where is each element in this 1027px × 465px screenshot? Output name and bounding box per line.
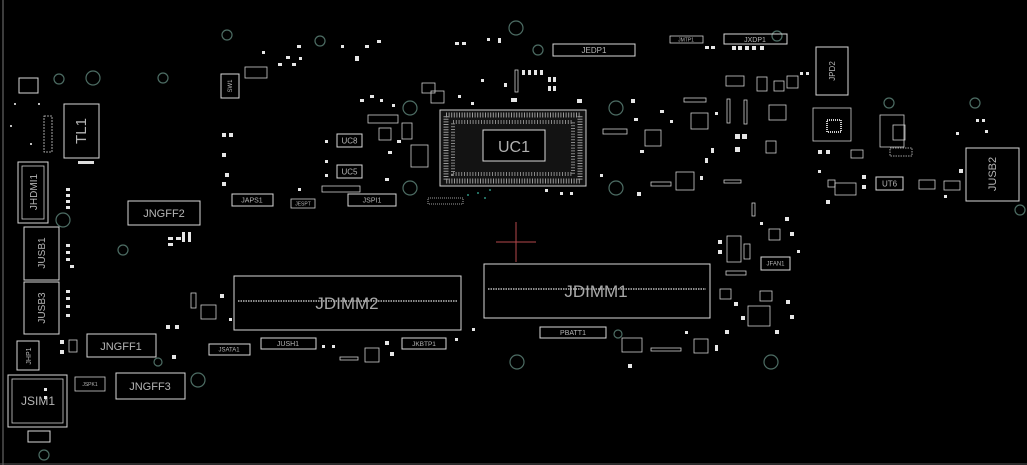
jusb2-label: JUSB2 xyxy=(987,157,999,191)
uc5-chip: UC5 xyxy=(336,164,363,179)
jedp1-connector: JEDP1 xyxy=(552,43,636,57)
tl1-label: TL1 xyxy=(73,118,90,144)
uc1-cpu: UC1 xyxy=(439,109,587,187)
jpd2-connector: JPD2 xyxy=(815,46,849,96)
jhp1-connector: JHP1 xyxy=(16,340,40,371)
tl1-component: TL1 xyxy=(63,103,100,164)
jush1-connector: JUSH1 xyxy=(260,337,317,350)
japs1-connector: JAPS1 xyxy=(231,193,274,207)
ut6-label: UT6 xyxy=(882,180,898,189)
small-components xyxy=(10,38,988,399)
jdimm1-slot: JDIMM1 xyxy=(483,263,711,319)
uc8-label: UC8 xyxy=(341,137,358,146)
jsim1-connector: JSIM1 xyxy=(7,374,68,443)
jmtp1-label: JMTP1 xyxy=(678,38,694,44)
jngff3-slot: JNGFF3 xyxy=(115,372,186,400)
jngff1-slot: JNGFF1 xyxy=(86,333,157,358)
jxdp1-connector: JXDP1 xyxy=(723,33,788,45)
jmtp1-connector: JMTP1 xyxy=(669,35,704,44)
jusb3-label: JUSB3 xyxy=(37,292,48,324)
jush1-label: JUSH1 xyxy=(277,341,299,348)
jdimm1-label: JDIMM1 xyxy=(564,282,627,301)
jspi1-label: JSPI1 xyxy=(363,198,382,205)
jdimm2-slot: JDIMM2 xyxy=(233,275,462,331)
jpd2-label: JPD2 xyxy=(828,61,837,81)
jsata1-label: JSATA1 xyxy=(218,348,240,354)
jhp1-label: JHP1 xyxy=(26,347,33,364)
jusb3-connector: JUSB3 xyxy=(23,281,60,335)
origin-crosshair xyxy=(496,222,536,262)
jngff2-slot: JNGFF2 xyxy=(127,200,201,226)
jkbtp1-label: JKBTP1 xyxy=(412,341,436,348)
uc5-label: UC5 xyxy=(341,168,358,177)
jxdp1-label: JXDP1 xyxy=(744,37,766,44)
jhdmi1-label: JHDMI1 xyxy=(29,174,40,211)
jusb1-connector: JUSB1 xyxy=(23,226,60,281)
jsata1-connector: JSATA1 xyxy=(208,343,251,356)
jspk1-connector: JSPK1 xyxy=(74,376,106,392)
sw1-switch: SW1 xyxy=(220,73,240,99)
jfan1-label: JFAN1 xyxy=(766,262,785,268)
jspi1-connector: JSPI1 xyxy=(347,193,397,207)
ut6-chip: UT6 xyxy=(875,176,904,191)
jhdmi1-connector: JHDMI1 xyxy=(17,161,49,224)
jespt-label: JESPT xyxy=(295,202,311,208)
jkbtp1-connector: JKBTP1 xyxy=(401,337,447,350)
sw1-label: SW1 xyxy=(228,79,234,93)
jespt-connector: JESPT xyxy=(290,198,316,209)
jfan1-connector: JFAN1 xyxy=(760,256,791,271)
jusb2-connector: JUSB2 xyxy=(965,147,1020,202)
jngff1-label: JNGFF1 xyxy=(100,341,142,353)
pbatt1-label: PBATT1 xyxy=(560,330,586,337)
jdimm2-label: JDIMM2 xyxy=(315,294,378,313)
jedp1-label: JEDP1 xyxy=(582,46,607,55)
uc8-chip: UC8 xyxy=(336,133,363,148)
japs1-label: JAPS1 xyxy=(241,198,263,205)
jsim1-label: JSIM1 xyxy=(21,394,55,408)
mounting-holes xyxy=(38,20,1026,461)
jngff3-label: JNGFF3 xyxy=(129,381,171,393)
jngff2-label: JNGFF2 xyxy=(143,208,185,220)
jusb1-label: JUSB1 xyxy=(37,237,48,269)
jspk1-label: JSPK1 xyxy=(82,382,98,388)
uc1-label: UC1 xyxy=(498,139,530,156)
pbatt1-connector: PBATT1 xyxy=(539,326,607,339)
